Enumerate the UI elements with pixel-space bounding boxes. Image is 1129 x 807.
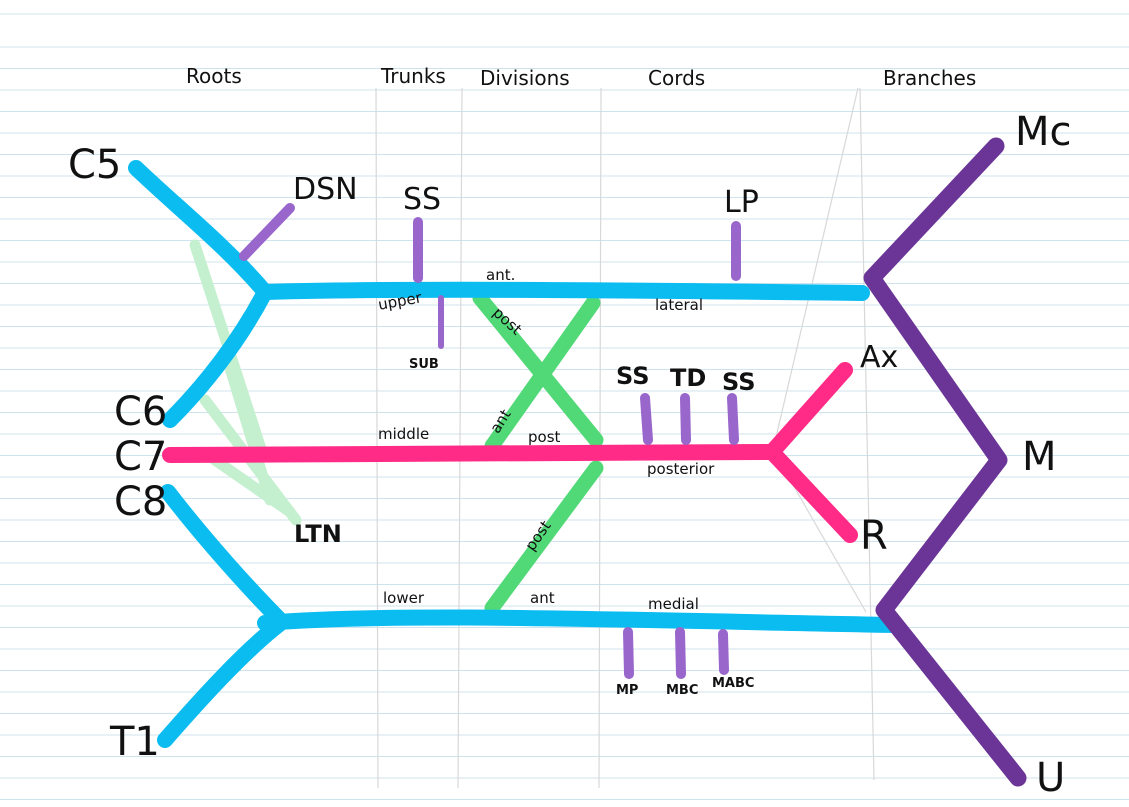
blue-nerves bbox=[128, 160, 904, 748]
ltn-root-c7b bbox=[224, 362, 276, 506]
root-t1 bbox=[157, 614, 290, 748]
label-c6: C6 bbox=[114, 389, 168, 435]
branch-mp bbox=[623, 627, 634, 679]
branch-mabc bbox=[718, 629, 729, 675]
label-ss-post-1: SS bbox=[616, 362, 650, 390]
label-mc: Mc bbox=[1015, 109, 1072, 155]
lower-trunk-medial-cord bbox=[257, 609, 904, 633]
divisions-green bbox=[472, 290, 604, 616]
branch-dsn bbox=[239, 203, 295, 261]
branch-mbc bbox=[675, 627, 686, 679]
label-mabc: MABC bbox=[712, 676, 755, 691]
label-medial: medial bbox=[648, 595, 699, 613]
header-branches: Branches bbox=[883, 66, 977, 90]
label-post-middle: post bbox=[528, 428, 561, 446]
divider-branches-vertical bbox=[859, 87, 875, 781]
label-c5: C5 bbox=[68, 142, 122, 188]
label-mbc: MBC bbox=[666, 683, 699, 698]
header-trunks: Trunks bbox=[381, 64, 446, 88]
header-cords: Cords bbox=[648, 66, 706, 90]
label-c7: C7 bbox=[114, 434, 168, 480]
upper-trunk-lateral-cord bbox=[257, 281, 870, 301]
label-ltn: LTN bbox=[294, 520, 342, 548]
label-sub: SUB bbox=[409, 357, 439, 372]
branch-td bbox=[680, 393, 691, 445]
label-ss-post-2: SS bbox=[722, 368, 756, 396]
middle-trunk-posterior-cord bbox=[162, 444, 780, 463]
label-middle: middle bbox=[378, 425, 430, 443]
label-dsn: DSN bbox=[293, 172, 358, 207]
radial-branch bbox=[764, 444, 858, 543]
axillary-branch bbox=[764, 362, 853, 460]
label-td: TD bbox=[670, 364, 707, 392]
label-m: M bbox=[1022, 434, 1057, 480]
branch-ss-post-2 bbox=[727, 393, 739, 445]
purple-branches bbox=[863, 137, 1027, 787]
musculocutaneous-branch bbox=[863, 137, 1027, 787]
label-ss: SS bbox=[403, 182, 442, 217]
pink-nerves bbox=[162, 362, 858, 543]
root-c6 bbox=[162, 284, 273, 428]
root-c8 bbox=[160, 484, 290, 630]
label-lateral: lateral bbox=[655, 296, 703, 314]
label-mp: MP bbox=[616, 683, 639, 698]
header-roots: Roots bbox=[186, 64, 242, 88]
label-lp: LP bbox=[724, 185, 759, 220]
divider-divisions bbox=[457, 87, 463, 789]
division-post-lower bbox=[484, 460, 604, 616]
label-lower: lower bbox=[383, 589, 425, 607]
label-ax: Ax bbox=[860, 340, 899, 375]
side-branches bbox=[239, 203, 741, 679]
label-u: U bbox=[1036, 755, 1066, 801]
header-divisions: Divisions bbox=[480, 66, 570, 90]
label-ant-upper: ant. bbox=[486, 266, 516, 284]
ltn-root-c7 bbox=[209, 454, 296, 518]
divider-branches-diagonal bbox=[772, 87, 859, 451]
label-t1: T1 bbox=[110, 719, 160, 765]
label-c8: C8 bbox=[114, 479, 168, 525]
label-posterior: posterior bbox=[647, 460, 715, 478]
root-c5 bbox=[128, 160, 273, 300]
division-ant-middle bbox=[484, 295, 601, 454]
branch-ss-post-1 bbox=[640, 393, 653, 445]
label-r: R bbox=[860, 513, 888, 559]
divider-trunks bbox=[375, 87, 379, 789]
label-ant-lower: ant bbox=[530, 589, 555, 607]
